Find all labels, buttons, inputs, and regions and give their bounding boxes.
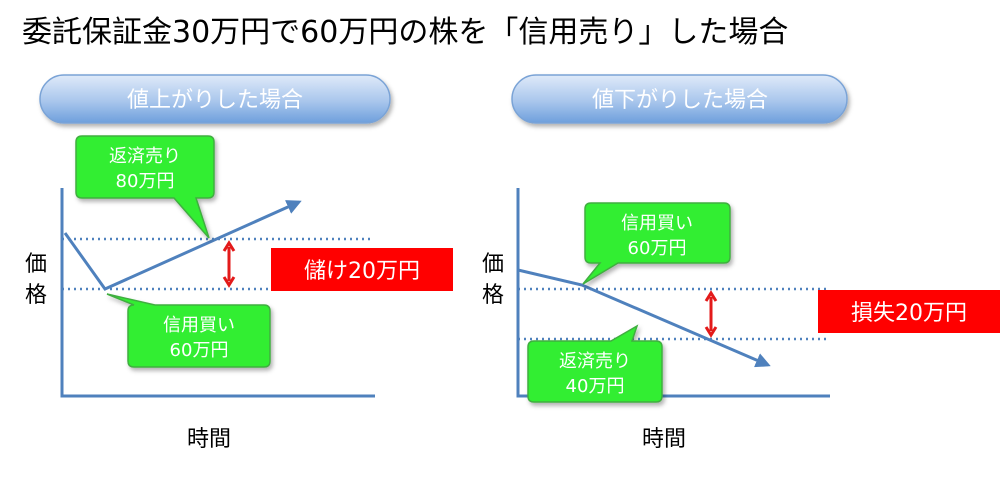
panel-header-label: 値下がりした場合 xyxy=(592,88,768,113)
chart-axes xyxy=(516,188,830,398)
result-badge xyxy=(271,248,453,291)
difference-arrow xyxy=(704,290,718,338)
buy-callout-line1: 信用買い xyxy=(621,213,693,234)
sell-callout xyxy=(527,324,663,403)
time-axis-label: 時間 xyxy=(187,427,231,452)
panel-header-label: 値上がりした場合 xyxy=(127,88,303,113)
buy-callout xyxy=(106,293,271,368)
result-badge xyxy=(818,290,1000,333)
panel-price-up: 値上がりした場合 儲け20万円 価 格 時間 返済売り 80万円 信 xyxy=(25,74,453,452)
buy-callout xyxy=(582,202,731,285)
page-title: 委託保証金30万円で60万円の株を「信用売り」した場合 xyxy=(22,15,788,50)
sell-callout-line2: 80万円 xyxy=(116,171,175,192)
result-badge-label: 儲け20万円 xyxy=(304,259,420,284)
chart-axes xyxy=(60,188,375,398)
price-axis-label-2: 格 xyxy=(482,283,504,308)
sell-callout-line1: 返済売り xyxy=(109,146,181,167)
price-axis-label-1: 価 xyxy=(482,252,504,277)
buy-callout-line1: 信用買い xyxy=(163,315,235,336)
price-axis-label-1: 価 xyxy=(25,252,47,277)
buy-callout-line2: 60万円 xyxy=(628,238,687,259)
sell-callout-line2: 40万円 xyxy=(566,376,625,397)
panel-price-down: 値下がりした場合 損失20万円 価 格 時間 信用買い 60万円 返 xyxy=(482,74,1000,452)
buy-callout-line2: 60万円 xyxy=(170,340,229,361)
price-trend-line xyxy=(63,200,302,291)
result-badge-label: 損失20万円 xyxy=(851,301,967,326)
time-axis-label: 時間 xyxy=(642,427,686,452)
sell-callout xyxy=(75,135,215,239)
price-trend-line xyxy=(517,268,771,368)
price-axis-label-2: 格 xyxy=(25,283,47,308)
sell-callout-line1: 返済売り xyxy=(559,351,631,372)
difference-arrow xyxy=(222,240,236,288)
panel-header-pill xyxy=(39,74,391,124)
panel-header-pill xyxy=(511,74,848,124)
